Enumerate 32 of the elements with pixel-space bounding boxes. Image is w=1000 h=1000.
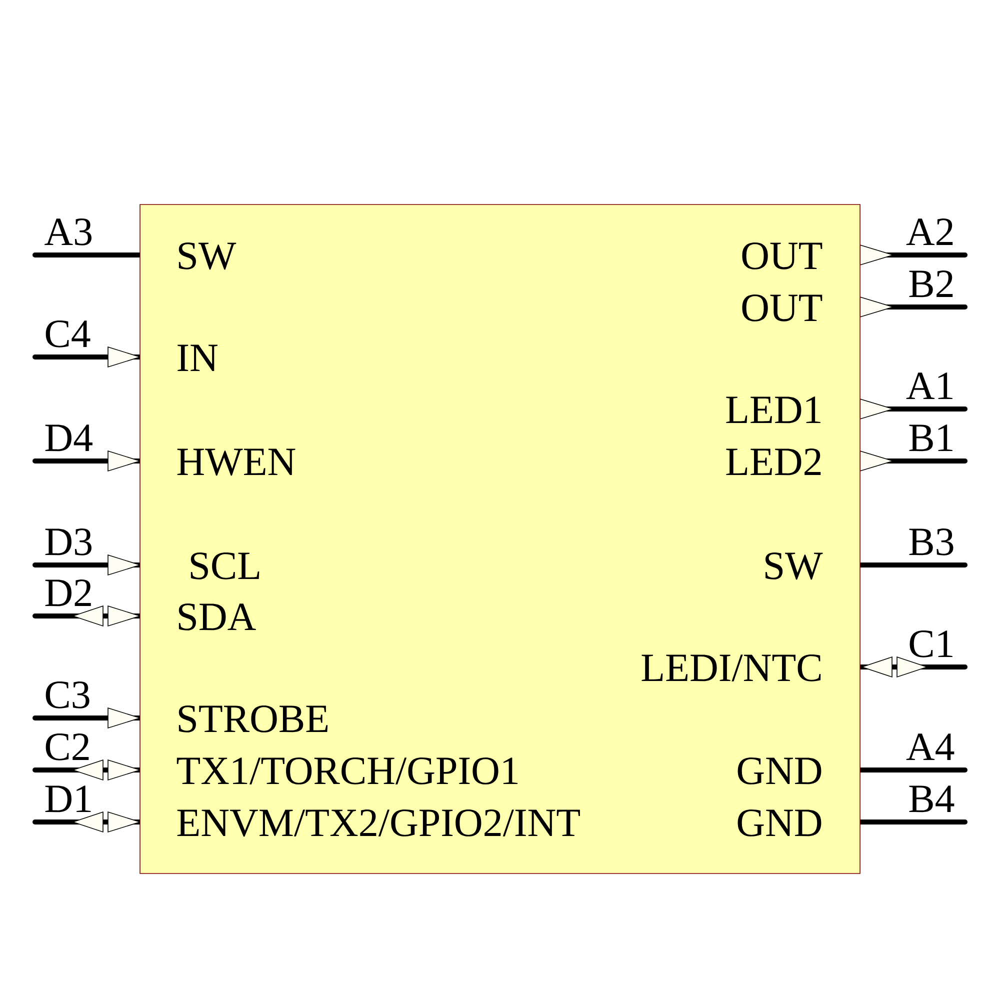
pin-name: LEDI/NTC [642,654,821,682]
pin-number: D2 [45,580,91,606]
pin-number: C3 [46,682,90,708]
pin-number: A3 [44,218,92,246]
pin-name: OUT [742,294,822,322]
pin-number: C4 [46,320,90,348]
pin-name: SW [766,552,823,580]
pin-number: D4 [45,424,92,452]
pin-name: GND [738,810,822,836]
pin-name: TX1/TORCH/GPIO1 [176,758,518,784]
pin-name: IN [178,344,218,371]
pin-number: C1 [910,630,952,658]
pin-name: HWEN [177,448,296,476]
pin-number: B4 [909,786,954,812]
pin-name: GND [738,758,822,784]
pin-name: SW [178,242,236,270]
pin-name: SDA [178,604,256,630]
pin-name: LED2 [726,448,821,476]
pin-name: ENVM/TX2/GPIO2/INT [177,810,580,837]
pin-number: A4 [906,734,954,760]
pin-name: SCL [190,552,260,580]
pin-number: B1 [909,424,952,452]
pin-number: D1 [45,786,91,812]
pin-name: OUT [742,242,822,270]
pin-number: A1 [906,372,952,399]
pin-name: STROBE [178,706,328,732]
pin-number: D3 [45,528,92,556]
pin-number: B3 [909,528,954,556]
pin-number: C2 [46,734,89,760]
pin-number: B2 [909,270,953,298]
pin-name: LED1 [726,396,820,424]
pin-number: A2 [906,218,953,245]
